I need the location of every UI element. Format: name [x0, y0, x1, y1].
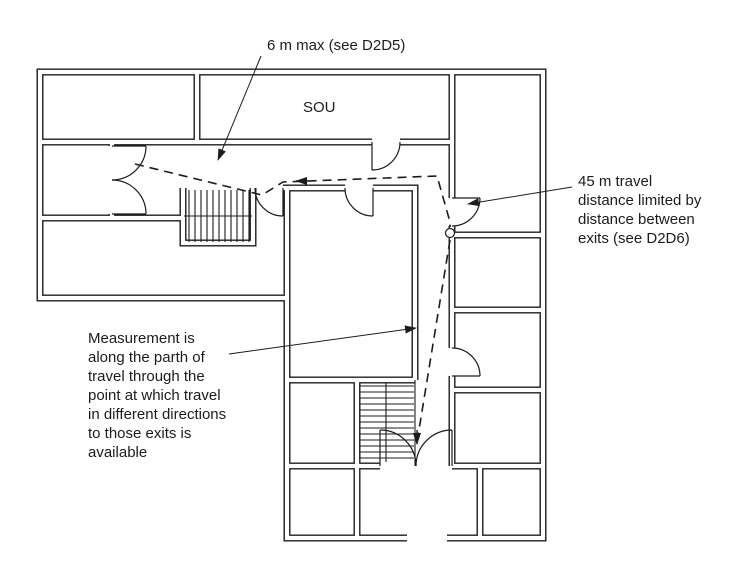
leader-measurement — [228, 325, 417, 355]
annotation-measurement-line-2: along the parth of — [88, 349, 206, 366]
annotation-45m-line-4: exits (see D2D6) — [578, 230, 690, 247]
room-label-sou: SOU — [303, 99, 336, 116]
door-arc-right-room — [451, 347, 481, 377]
annotation-measurement-line-3: travel through the — [88, 368, 205, 385]
decision-point-marker — [444, 227, 456, 239]
stair-lower-treads — [359, 380, 416, 466]
annotation-45m-line-2: distance limited by — [578, 192, 702, 209]
door-arc-bottom-exit-left-leaf — [379, 429, 417, 467]
annotation-6m-max: 6 m max (see D2D5) — [267, 37, 405, 54]
door-arc-big-room — [254, 187, 284, 217]
door-arc-left-exit-bottom-leaf — [111, 179, 147, 215]
door-arc-elbow-room — [344, 187, 374, 217]
door-arc-right-exit — [451, 197, 481, 227]
annotation-measurement-line-1: Measurement is — [88, 330, 195, 347]
annotation-measurement-line-4: point at which travel — [88, 387, 221, 404]
annotation-45m-travel: 45 m travel distance limited by distance… — [578, 173, 702, 247]
building-walls-core — [40, 72, 543, 538]
door-arc-sou-room — [371, 141, 401, 171]
travel-path — [134, 163, 451, 443]
door-arc-left-exit-top-leaf — [111, 145, 147, 181]
annotation-measurement-line-7: available — [88, 444, 147, 461]
leader-45m — [467, 186, 573, 207]
annotation-measurement-line-6: to those exits is — [88, 425, 191, 442]
leader-6m-max — [217, 55, 262, 161]
annotation-45m-line-3: distance between — [578, 211, 695, 228]
door-arc-bottom-exit-right-leaf — [415, 429, 453, 467]
annotation-45m-line-1: 45 m travel — [578, 173, 652, 190]
annotation-measurement-line-5: in different directions — [88, 406, 226, 423]
stair-upper-treads — [184, 190, 252, 242]
annotation-measurement: Measurement is along the parth of travel… — [88, 330, 226, 461]
